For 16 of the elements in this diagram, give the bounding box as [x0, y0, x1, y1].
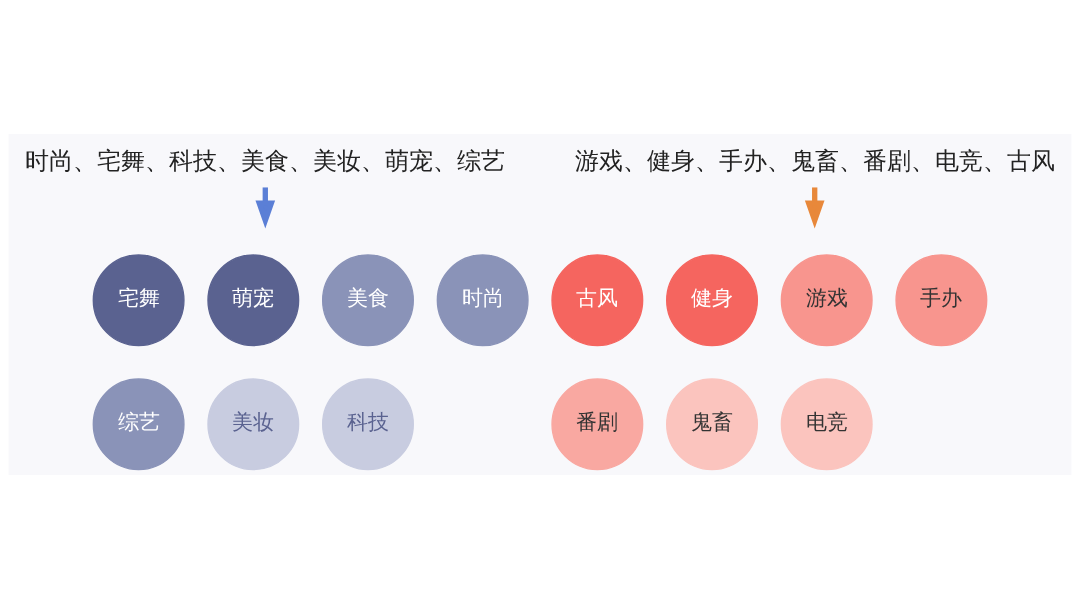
- node-circle: 美妆: [207, 377, 300, 470]
- node-circle: 手办: [895, 253, 988, 346]
- node-circle: 萌宠: [207, 253, 300, 346]
- node-circle: 宅舞: [92, 253, 185, 346]
- node-circle: 健身: [666, 253, 759, 346]
- node-circle: 科技: [321, 377, 414, 470]
- node-text: 时尚、宅舞、科技、美食、美妆、萌宠、综艺: [25, 146, 506, 175]
- node-circle: 时尚: [436, 253, 529, 346]
- node-circle: 游戏: [780, 253, 873, 346]
- node-circle: 鬼畜: [666, 377, 759, 470]
- node-circle: 电竞: [780, 377, 873, 470]
- node-circle: 美食: [321, 253, 414, 346]
- node-text: 游戏、健身、手办、鬼畜、番剧、电竞、古风: [574, 146, 1055, 175]
- node-circle: 古风: [551, 253, 644, 346]
- node-circle: 综艺: [92, 377, 185, 470]
- node-circle: 番剧: [551, 377, 644, 470]
